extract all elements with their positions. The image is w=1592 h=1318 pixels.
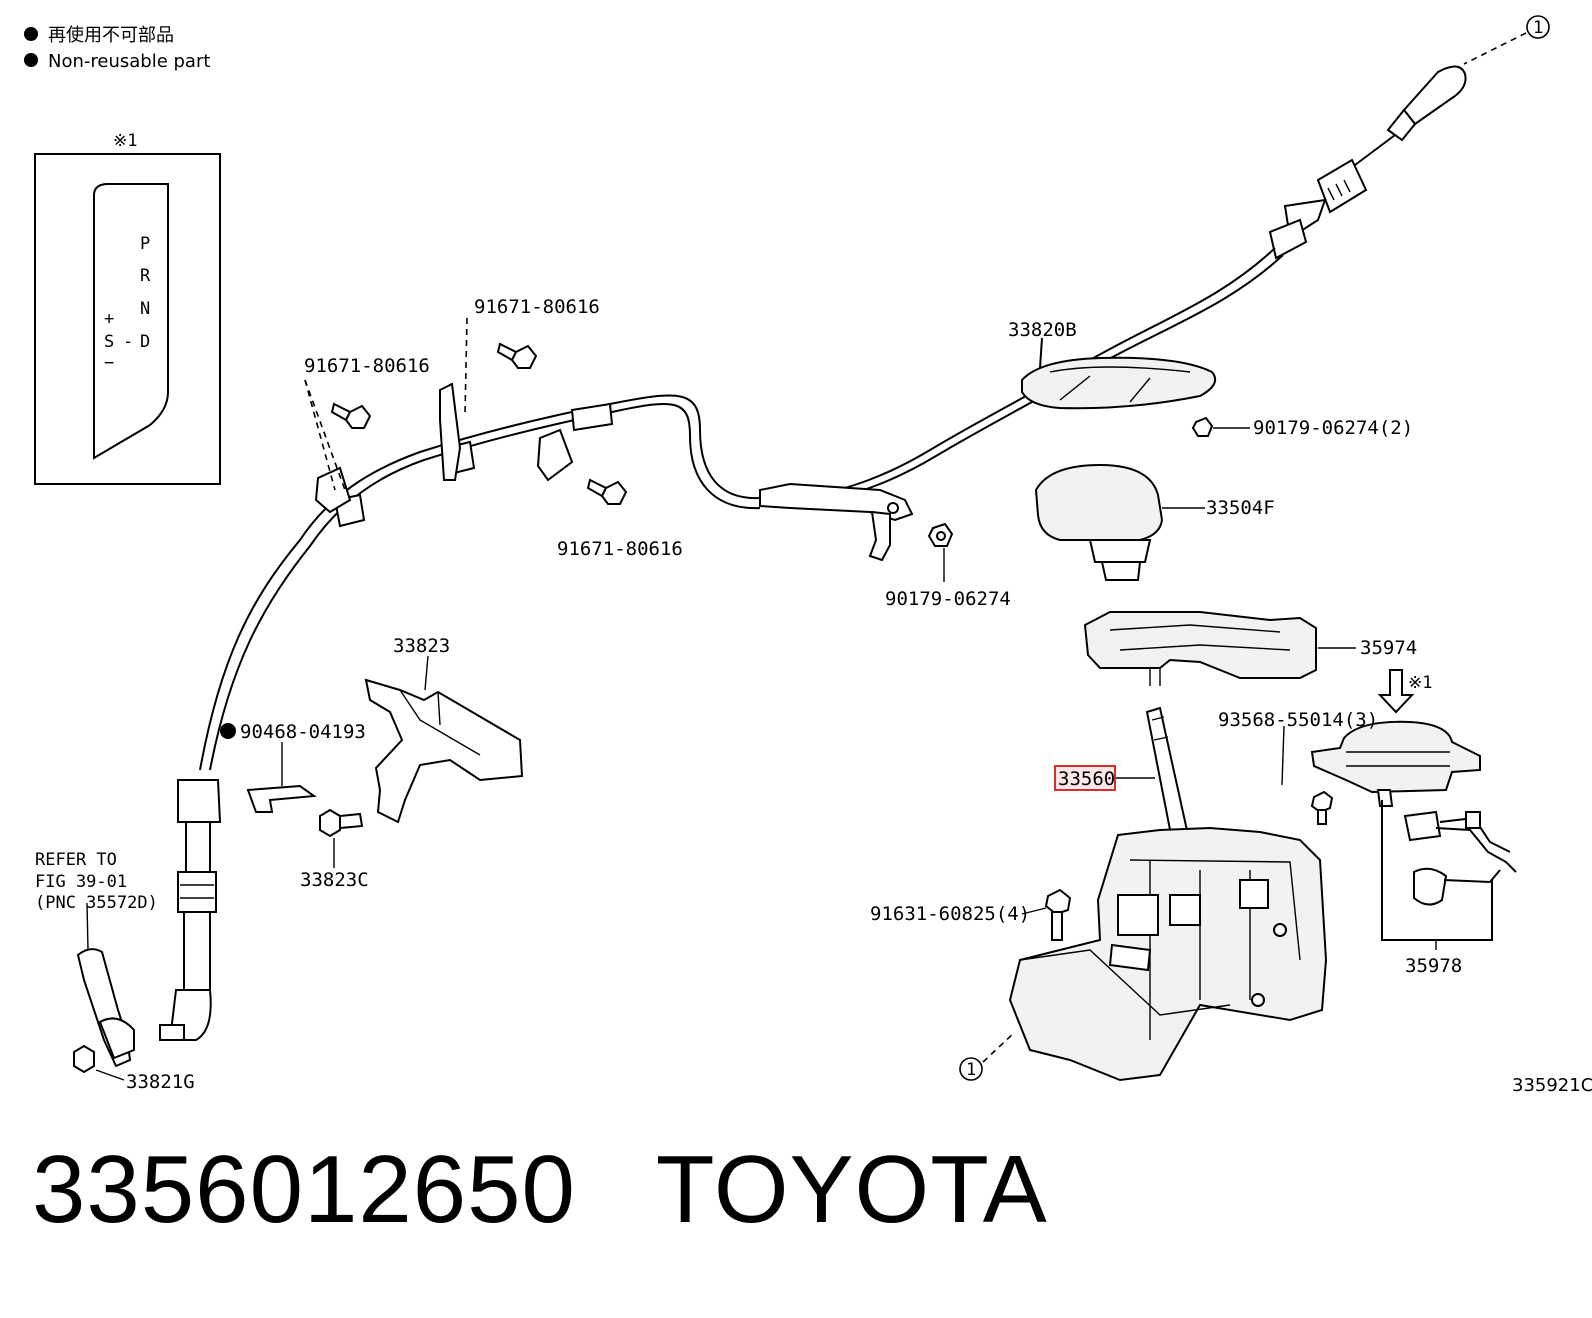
label-bolt-mid: 91671-80616: [557, 538, 683, 560]
inset-letter-r: R: [140, 266, 151, 286]
arrow-ref-marker: ※1: [1408, 673, 1432, 693]
label-refer-line1: REFER TO: [35, 850, 117, 870]
bracket: [364, 655, 524, 824]
legend: 再使用不可部品 Non-reusable part: [24, 25, 210, 72]
legend-jp: 再使用不可部品: [48, 25, 174, 46]
label-indicator: 35978: [1405, 955, 1462, 977]
footer-title: 3356012650 TOYOTA: [32, 1135, 1048, 1245]
bolt-base: [1021, 888, 1072, 941]
label-screw-indicator: 93568-55014(3): [1218, 709, 1378, 731]
nut-right: [1191, 416, 1250, 437]
indicator-assembly: ※1: [1281, 669, 1517, 950]
callout-circle-top: 1: [1463, 15, 1550, 65]
label-lever: 33560: [1058, 768, 1115, 790]
label-nut-right: 90179-06274(2): [1253, 417, 1413, 439]
inset-letter-s: S: [104, 332, 114, 352]
highlight-box: [1054, 765, 1116, 791]
cable-clips-drawing: [314, 382, 574, 514]
label-bolt-bracket: 33823C: [300, 869, 369, 891]
clip: [220, 723, 317, 813]
legend-en: Non-reusable part: [48, 51, 210, 72]
non-reusable-dot-icon: [24, 27, 38, 41]
label-bolt-base: 91631-60825(4): [870, 903, 1030, 925]
inset-letter-dash: -: [123, 332, 133, 352]
svg-text:1: 1: [966, 1060, 976, 1080]
label-bolt-top: 91671-80616: [474, 296, 600, 318]
nut-mid: [927, 522, 954, 582]
inset-letter-n: N: [140, 299, 150, 319]
label-refer-line2: FIG 39-01: [35, 872, 127, 892]
bolt-left: [304, 379, 372, 491]
label-clip: 90468-04193: [240, 721, 366, 743]
inset-letter-d: D: [140, 332, 150, 352]
shift-panel: [1083, 611, 1356, 686]
shift-pattern-inset: ※1 P R N D + S - −: [34, 131, 221, 485]
svg-text:1: 1: [1533, 18, 1543, 38]
label-panel: 35974: [1360, 637, 1417, 659]
label-nut-bottom: 33821G: [126, 1071, 195, 1093]
inset-marker: ※1: [113, 131, 137, 151]
label-cable: 33820B: [1008, 319, 1077, 341]
shift-cable-drawing: [159, 65, 1467, 1041]
refer-link: [73, 902, 135, 1081]
inset-letter-minus: −: [104, 353, 114, 373]
non-reusable-dot-icon: [24, 53, 38, 67]
labels: 91671-80616 91671-80616 91671-80616 9017…: [35, 296, 1592, 1096]
bolt-mid: [586, 478, 628, 505]
inset-letter-p: P: [140, 234, 150, 254]
bolt-top: [464, 317, 538, 416]
label-bracket: 33823: [393, 635, 450, 657]
bolt-bracket: [319, 808, 364, 868]
label-nut-mid: 90179-06274: [885, 588, 1011, 610]
non-reusable-dot-icon: [220, 723, 236, 739]
inset-letter-plus: +: [104, 309, 114, 329]
label-bolt-left: 91671-80616: [304, 355, 430, 377]
shifter-base: [1008, 826, 1328, 1082]
shift-knob: [1034, 463, 1205, 581]
cable-grommet: [1021, 337, 1216, 410]
part-number: 3356012650: [32, 1136, 576, 1243]
label-figure-code: 335921C: [1512, 1075, 1592, 1096]
brand-name: TOYOTA: [655, 1136, 1048, 1243]
label-knob: 33504F: [1206, 497, 1275, 519]
callout-circle-bottom: 1: [959, 1031, 1016, 1081]
label-refer-line3: (PNC 35572D): [35, 893, 158, 913]
